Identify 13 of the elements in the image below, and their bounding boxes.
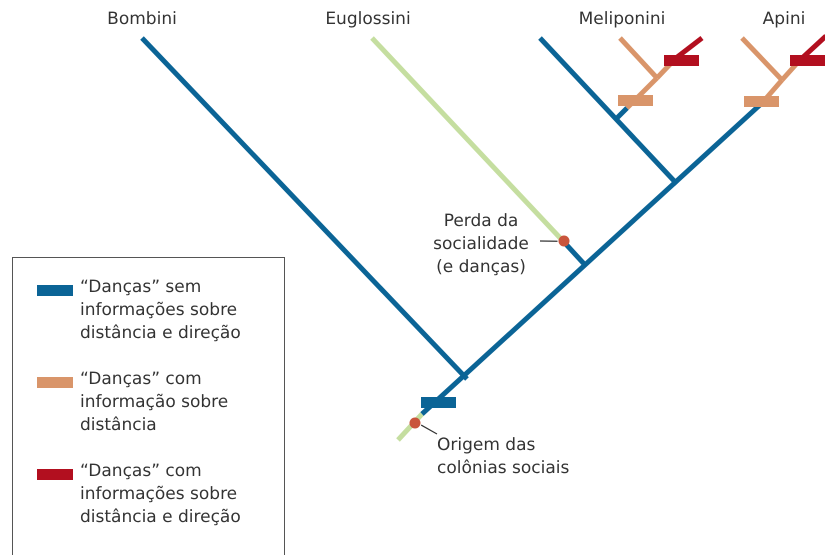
leader-line — [420, 424, 438, 435]
annotation-text: Perda da socialidade (e danças) — [422, 210, 540, 279]
taxon-label: Bombini — [107, 8, 177, 31]
legend-text: “Danças” com informação sobre distância — [80, 368, 230, 437]
taxon-label: Apini — [762, 8, 806, 31]
marker-dot — [410, 418, 420, 428]
marker-dot — [558, 236, 570, 246]
annotation-text: Origem das colônias sociais — [437, 434, 597, 480]
legend-text: “Danças” sem informações sobre distância e direção — [80, 276, 242, 345]
leader-line — [540, 240, 558, 242]
legend-text: “Danças” com informações sobre distância e direção — [80, 460, 242, 529]
taxon-label: Meliponini — [578, 8, 666, 31]
taxon-label: Euglossini — [325, 8, 411, 31]
